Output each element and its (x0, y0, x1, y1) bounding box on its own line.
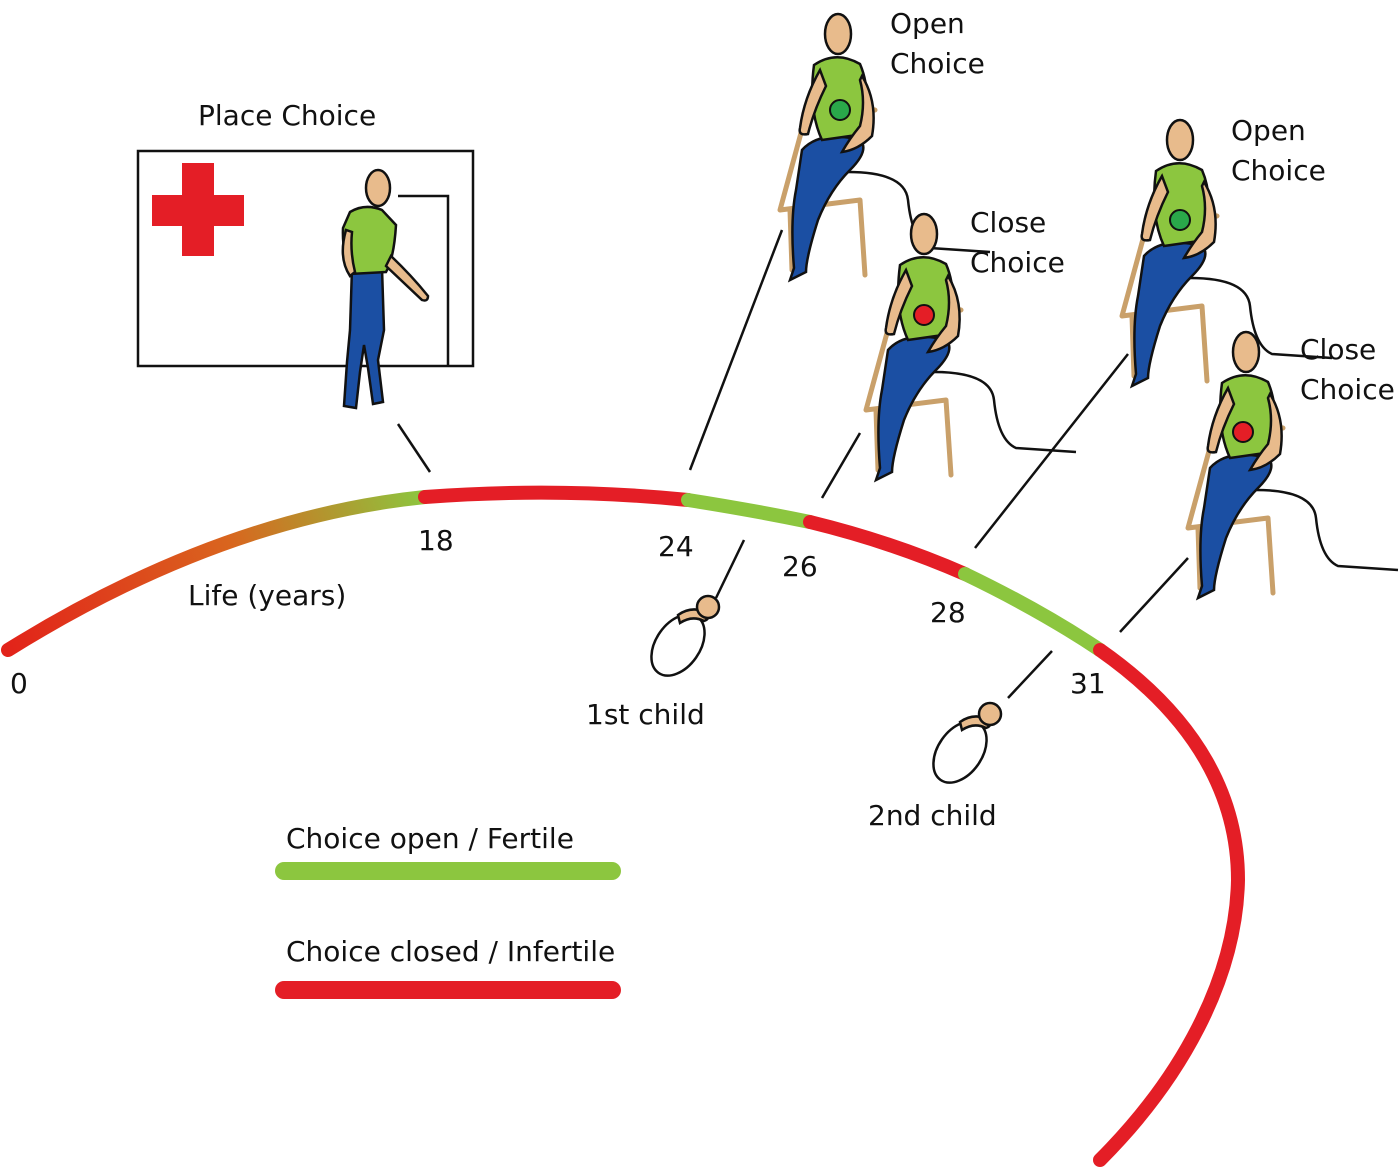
baby-icon (639, 594, 721, 687)
tick-label-28: 28 (930, 596, 966, 629)
segment-age-28-31 (958, 567, 1107, 657)
event-labels: Open Choice Close Choice Open Choice Clo… (890, 7, 1395, 406)
red-cross-icon (152, 163, 244, 256)
seated-person-close-choice-2 (1188, 332, 1398, 598)
legend-open-label: Choice open / Fertile (286, 822, 574, 855)
connector-second-child (1007, 650, 1053, 699)
segment-age-26-28 (803, 515, 972, 581)
second-child-label: 2nd child (868, 799, 997, 832)
connector-close-choice-1 (820, 432, 862, 499)
second-child: 2nd child (868, 701, 1003, 832)
seated-person-close-choice-1 (866, 214, 1076, 480)
open-choice-2-line1: Open (1231, 114, 1306, 147)
legend: Choice open / Fertile Choice closed / In… (275, 822, 621, 999)
age-tick-labels: 0 18 24 26 28 31 (10, 524, 1106, 700)
seated-person-open-choice-1 (780, 14, 990, 280)
status-dot-closed (913, 304, 935, 326)
tick-label-0: 0 (10, 667, 28, 700)
connector-place-choice (396, 423, 432, 473)
status-dot-closed (1232, 421, 1254, 443)
close-choice-2-line2: Choice (1300, 373, 1395, 406)
open-choice-2-line2: Choice (1231, 154, 1326, 187)
standing-person (341, 168, 430, 410)
connector-lines (396, 229, 1189, 699)
doorway (398, 194, 450, 366)
close-choice-1-line2: Choice (970, 246, 1065, 279)
segment-age-0-18 (1, 490, 432, 657)
tick-label-24: 24 (658, 530, 694, 563)
first-child: 1st child (586, 594, 721, 731)
place-choice-group: Place Choice (136, 99, 475, 410)
connector-close-choice-2 (1119, 557, 1189, 633)
baby-icon (921, 701, 1003, 794)
seated-person-open-choice-2 (1122, 120, 1332, 386)
place-choice-box (136, 149, 475, 368)
timeline-axis-label: Life (years) (188, 579, 346, 612)
legend-closed-label: Choice closed / Infertile (286, 935, 615, 968)
segment-age-18-24 (418, 485, 695, 507)
life-timeline-arc (1, 485, 1246, 1167)
place-choice-label: Place Choice (198, 99, 376, 132)
connector-open-choice-1 (688, 229, 784, 471)
close-choice-2-line1: Close (1300, 333, 1376, 366)
status-dot-open (1169, 209, 1191, 231)
tick-label-31: 31 (1070, 667, 1106, 700)
segment-age-31-plus (1093, 643, 1246, 1167)
open-choice-1-line2: Choice (890, 47, 985, 80)
open-choice-1-line1: Open (890, 7, 965, 40)
status-dot-open (829, 99, 851, 121)
tick-label-26: 26 (782, 550, 818, 583)
connector-first-child (714, 539, 746, 599)
close-choice-1-line1: Close (970, 206, 1046, 239)
tick-label-18: 18 (418, 524, 454, 557)
first-child-label: 1st child (586, 698, 705, 731)
segment-age-24-26 (681, 493, 817, 529)
